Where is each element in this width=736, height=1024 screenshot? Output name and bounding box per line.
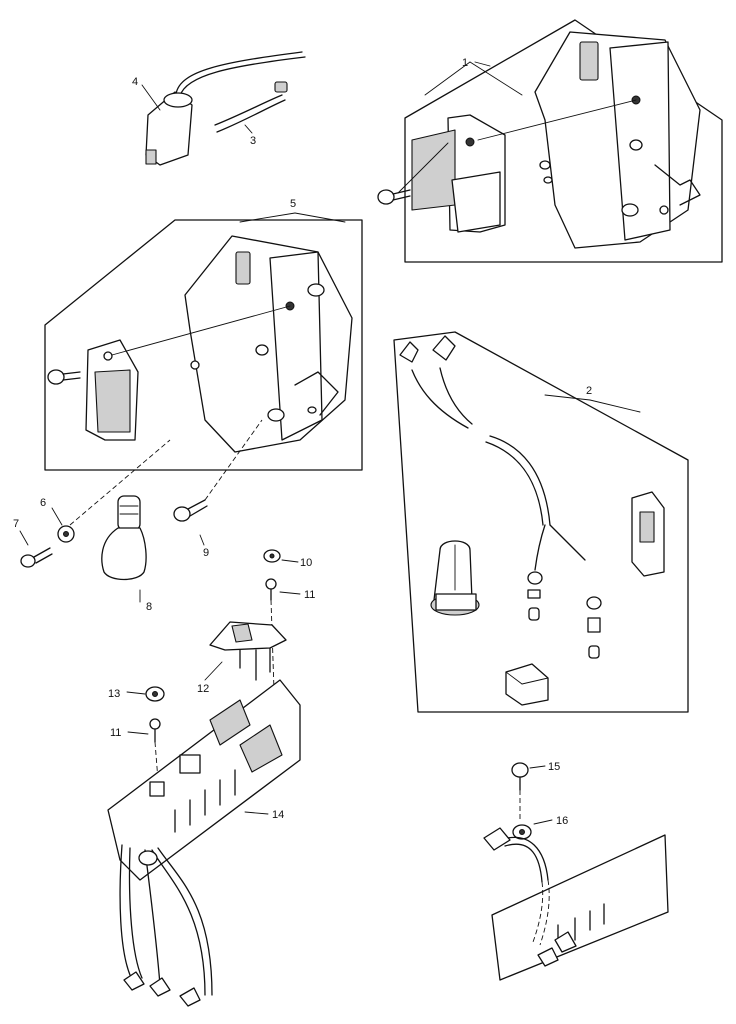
screw-icon [47, 369, 81, 385]
part-label-16: 16 [556, 815, 568, 827]
part-13-washer: 13 [108, 686, 165, 702]
part-8-lamp-bulb: 8 [101, 495, 152, 613]
part-15-screw: 15 [511, 761, 560, 791]
part-11-screw-upper: 11 [265, 578, 315, 691]
part-4-capacitor: 4 [132, 51, 306, 166]
cover-cap-icon [505, 663, 549, 706]
contact-housing-icon [631, 491, 665, 577]
bottom-right-switch-board [483, 827, 669, 981]
part-label-14: 14 [272, 809, 284, 821]
part-label-8: 8 [146, 601, 152, 613]
part-label-12: 12 [197, 683, 209, 695]
part-7-screw: 7 [13, 518, 53, 568]
part-16-washer: 16 [512, 790, 568, 840]
part-6-washer: 6 [40, 439, 171, 543]
screw-icon [377, 189, 411, 205]
part-label-4: 4 [132, 76, 138, 88]
part-12-bracket: 12 [197, 621, 287, 695]
part-label-3: 3 [250, 135, 256, 147]
part-label-11-upper: 11 [304, 589, 315, 601]
assembly-2-lamp-socket: 2 [393, 331, 689, 713]
part-label-15: 15 [548, 761, 560, 773]
part-label-7: 7 [13, 518, 19, 530]
part-14-switch-board: 14 [107, 679, 301, 1007]
assembly-5-switch-bracket: 5 [44, 198, 363, 471]
part-label-2: 2 [586, 385, 592, 397]
part-label-6: 6 [40, 497, 46, 509]
part-label-10: 10 [300, 557, 312, 569]
part-3-lead-wire: 3 [214, 81, 288, 147]
part-11-screw-lower: 11 [110, 718, 161, 781]
part-label-1: 1 [462, 57, 468, 69]
part-label-11-lower: 11 [110, 727, 121, 739]
part-label-5: 5 [290, 198, 296, 210]
part-10-washer: 10 [263, 549, 312, 569]
part-label-13: 13 [108, 688, 120, 700]
part-9-screw: 9 [173, 419, 263, 559]
part-label-9: 9 [203, 547, 209, 559]
assembly-1-switch-bracket: 1 [377, 19, 723, 263]
socket-icon [430, 540, 480, 616]
